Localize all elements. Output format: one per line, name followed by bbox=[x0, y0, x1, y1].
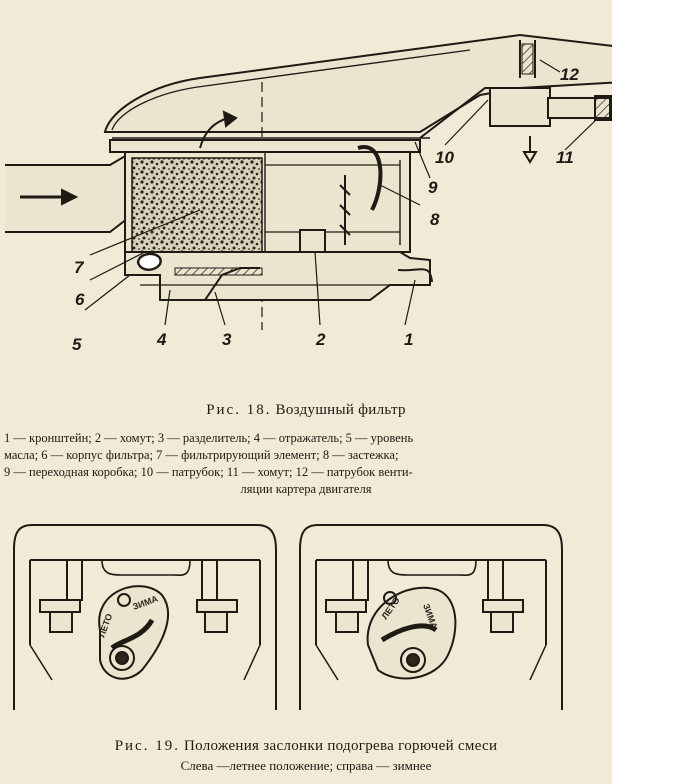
callout-12: 12 bbox=[560, 65, 579, 84]
callout-2: 2 bbox=[316, 330, 326, 349]
book-page: { "figure18": { "callouts": ["1","2","3"… bbox=[0, 0, 612, 784]
figure-19-number: Рис. 19. bbox=[114, 738, 180, 754]
flow-arrow-down bbox=[522, 136, 538, 164]
callout-9: 9 bbox=[428, 178, 438, 197]
figure-18-legend: 1 — кронштейн; 2 — хомут; 3 — разделител… bbox=[4, 430, 608, 498]
legend-line: ляции картера двигателя bbox=[240, 482, 372, 496]
legend-line: 1 — кронштейн; 2 — хомут; 3 — разделител… bbox=[4, 431, 414, 445]
callout-1: 1 bbox=[404, 330, 414, 349]
deflector bbox=[136, 252, 162, 271]
figure-19-title: Положения заслонки подогрева горючей сме… bbox=[184, 738, 498, 754]
oil-bowl bbox=[124, 251, 431, 301]
callout-10: 10 bbox=[435, 148, 454, 167]
callout-5: 5 bbox=[72, 335, 82, 354]
figure-18-caption: Рис. 18. Воздушный фильтр bbox=[0, 402, 612, 419]
damper-drawing-right: ЛЕТО ЗИМА bbox=[299, 524, 563, 710]
bracket bbox=[397, 268, 433, 283]
outlet-pipe bbox=[489, 87, 551, 127]
figure-18-title: Воздушный фильтр bbox=[275, 402, 406, 418]
clamp bbox=[299, 229, 326, 253]
filter-cover bbox=[103, 33, 612, 133]
figure-19-caption: Рис. 19. Положения заслонки подогрева го… bbox=[0, 738, 612, 755]
legend-line: 9 — переходная коробка; 10 — патрубок; 1… bbox=[4, 465, 413, 479]
callout-8: 8 bbox=[430, 210, 440, 229]
callout-6: 6 bbox=[75, 290, 85, 309]
air-filter-drawing bbox=[5, 33, 612, 330]
callout-4: 4 bbox=[157, 330, 167, 349]
callout-7: 7 bbox=[74, 258, 84, 277]
inlet-pipe bbox=[5, 150, 133, 233]
damper-drawing-left: ЗИМА ЛЕТО bbox=[13, 524, 277, 710]
figure-19-subcaption: Слева —летнее положение; справа — зимнее bbox=[180, 758, 432, 773]
figure-18-number: Рис. 18. bbox=[206, 402, 272, 418]
filter-element bbox=[131, 157, 263, 257]
callout-3: 3 bbox=[222, 330, 232, 349]
vent-pipe bbox=[519, 40, 536, 78]
legend-line: масла; 6 — корпус фильтра; 7 — фильтриру… bbox=[4, 448, 399, 462]
callout-11: 11 bbox=[556, 148, 574, 167]
latch bbox=[357, 145, 383, 211]
